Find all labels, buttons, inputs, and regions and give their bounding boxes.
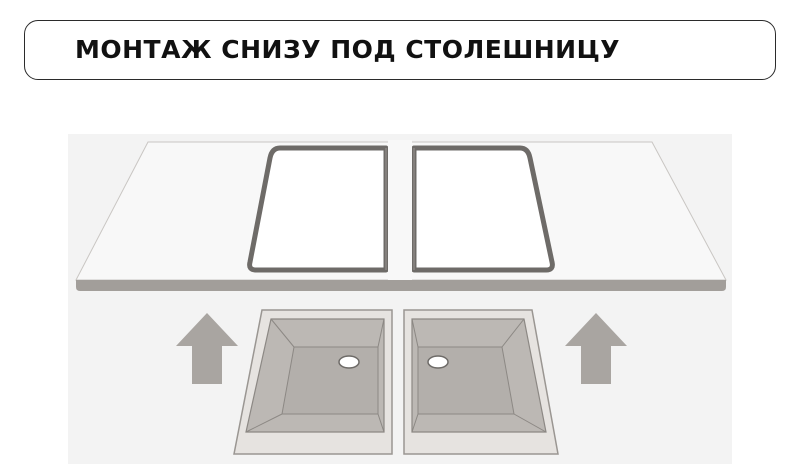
up-arrow-icon: [565, 313, 627, 384]
left-cutout: [247, 145, 389, 273]
left-sink-drain: [338, 355, 360, 369]
right-sink-corner-line: [501, 318, 525, 348]
right-cutout: [411, 145, 555, 273]
left-sink-corner-line: [377, 318, 385, 348]
page-title: МОНТАЖ СНИЗУ ПОД СТОЛЕШНИЦУ: [75, 35, 621, 64]
right-sink-bowl: [403, 309, 559, 455]
countertop: [75, 140, 727, 291]
right-sink-corner-line: [513, 413, 547, 433]
left-sink-bowl: [233, 309, 393, 455]
center-strip: [388, 140, 412, 280]
left-sink-floor: [281, 346, 379, 415]
right-sink-corner-line: [411, 413, 419, 433]
left-sink-corner-line: [377, 413, 385, 433]
up-arrow-icon: [176, 313, 238, 384]
right-sink-drain: [427, 355, 449, 369]
left-sink-corner-line: [245, 413, 283, 433]
title-banner: МОНТАЖ СНИЗУ ПОД СТОЛЕШНИЦУ: [24, 20, 776, 80]
countertop-edge: [76, 280, 726, 291]
left-sink-corner-line: [270, 318, 295, 348]
right-sink-corner-line: [411, 318, 419, 348]
